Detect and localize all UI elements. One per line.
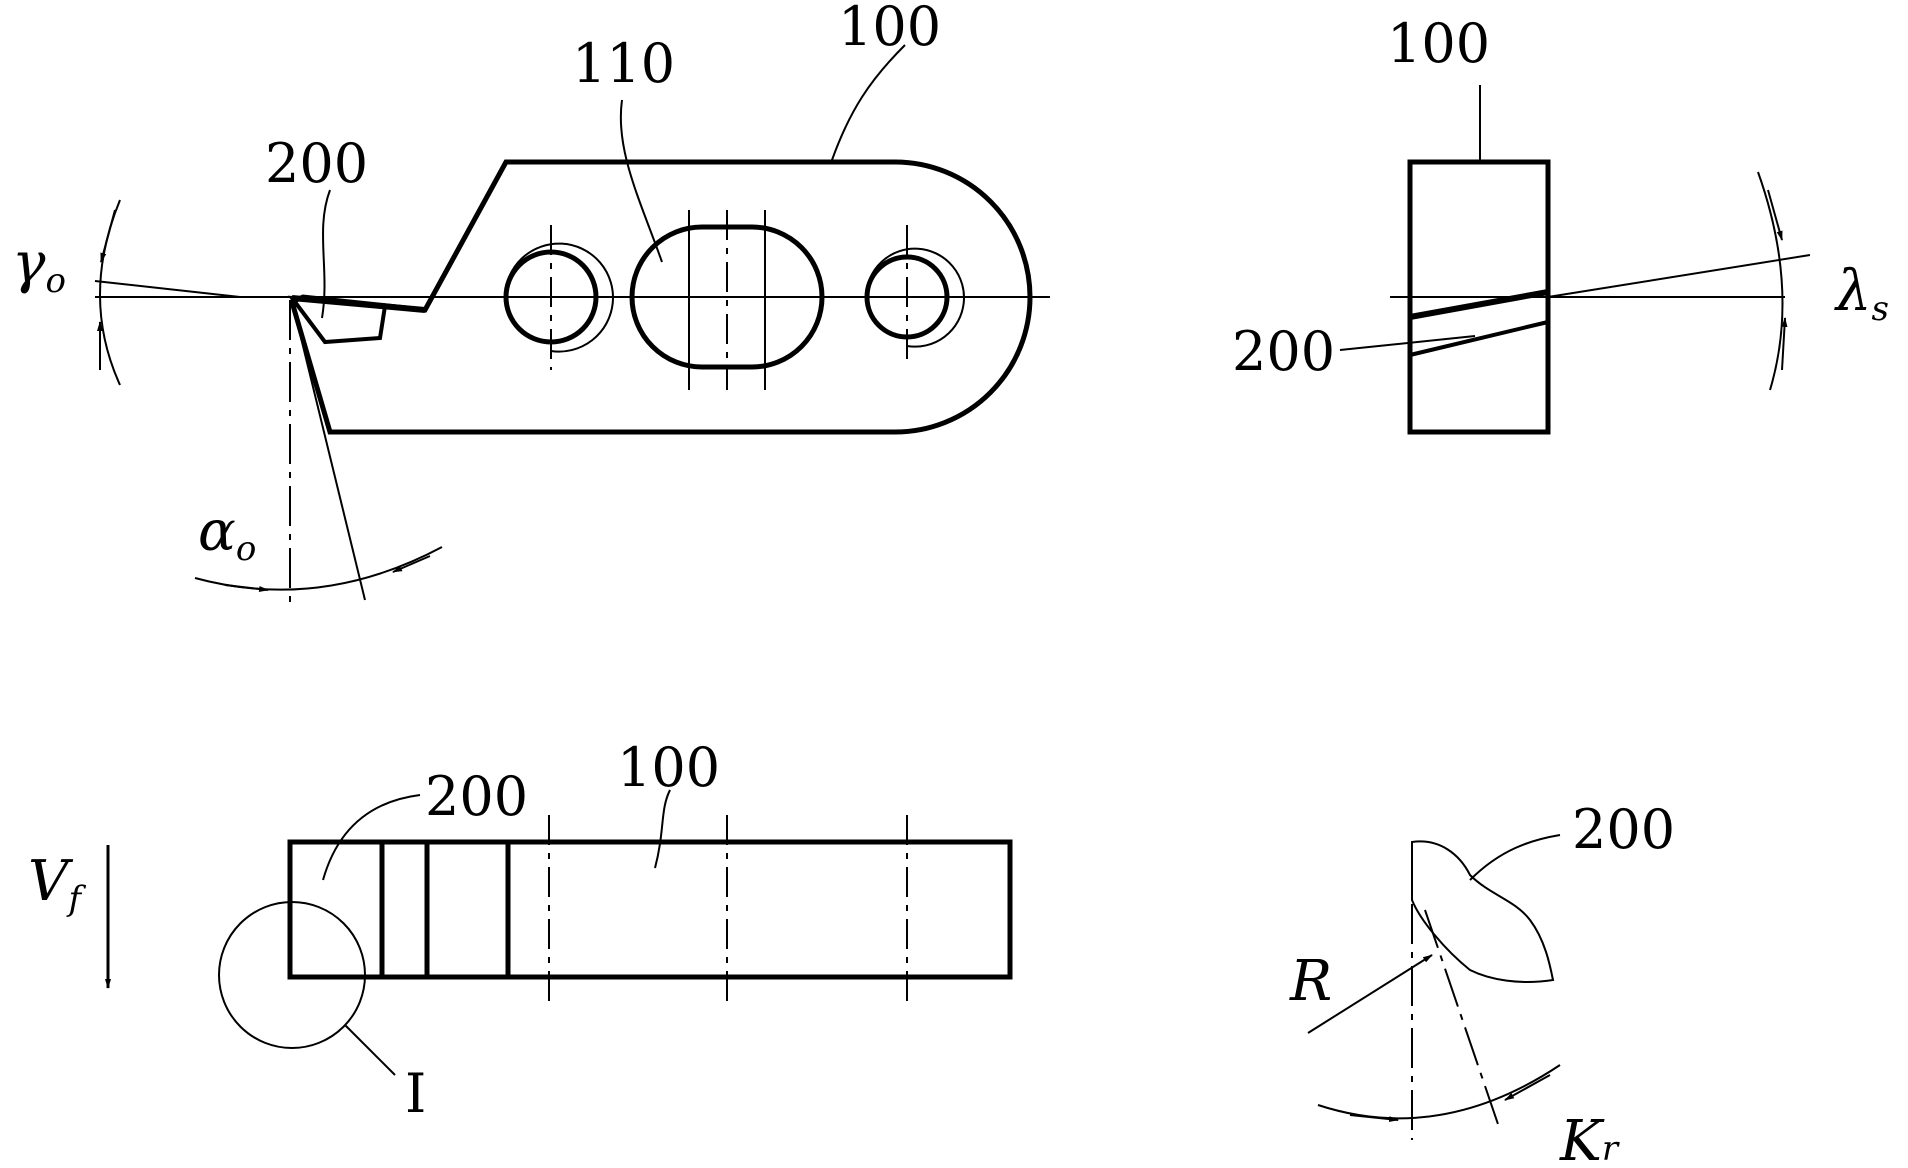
side-view [94,44,1050,605]
label-detail-I: I [405,1062,426,1125]
nose-radius-symbol: R [1289,949,1332,1014]
top-body-100 [287,839,1013,980]
label-end-100: 100 [1387,12,1490,75]
top-view [105,789,1013,1076]
leader-100 [831,44,906,161]
rake-angle-symbol: γo [12,231,66,301]
approach-angle-symbol: Kr [1559,1109,1620,1168]
inclination-angle-symbol: λs [1834,259,1889,329]
detail-circle-I [218,901,366,1049]
radius-leader [1307,954,1433,1034]
approach-line [1424,909,1501,1131]
approach-angle-arc [1317,1064,1561,1120]
label-top-200: 200 [425,765,528,828]
label-detail-200: 200 [1572,798,1675,861]
insert-top-edge [291,295,426,313]
leader-110 [619,99,663,263]
label-side-100: 100 [838,0,941,58]
clearance-line [292,304,366,601]
detail-view [1307,834,1561,1140]
label-side-200: 200 [265,132,368,195]
label-side-110: 110 [572,32,675,95]
screw-hole-right-arc [865,247,965,348]
top-leader-200 [322,794,421,881]
clearance-angle-symbol: αo [198,499,256,569]
end-leader-200 [1339,335,1476,351]
detail-insert-200 [1411,840,1555,983]
top-leader-100 [654,789,671,869]
feed-symbol: Vf [28,849,86,919]
screw-hole-left-arc [504,242,614,353]
label-top-100: 100 [617,736,720,799]
inclination-angle-arc [1757,171,1784,391]
detail-leader-200 [1469,834,1561,881]
detail-leader [344,1024,396,1076]
rake-reference-line [94,280,241,298]
end-view [1339,85,1811,435]
tool-body-100 [288,159,1033,435]
label-end-200: 200 [1232,320,1335,383]
leader-200 [321,189,331,319]
inclination-line [1547,254,1811,298]
end-insert-top [1409,289,1549,320]
end-insert-bottom [1409,320,1549,357]
